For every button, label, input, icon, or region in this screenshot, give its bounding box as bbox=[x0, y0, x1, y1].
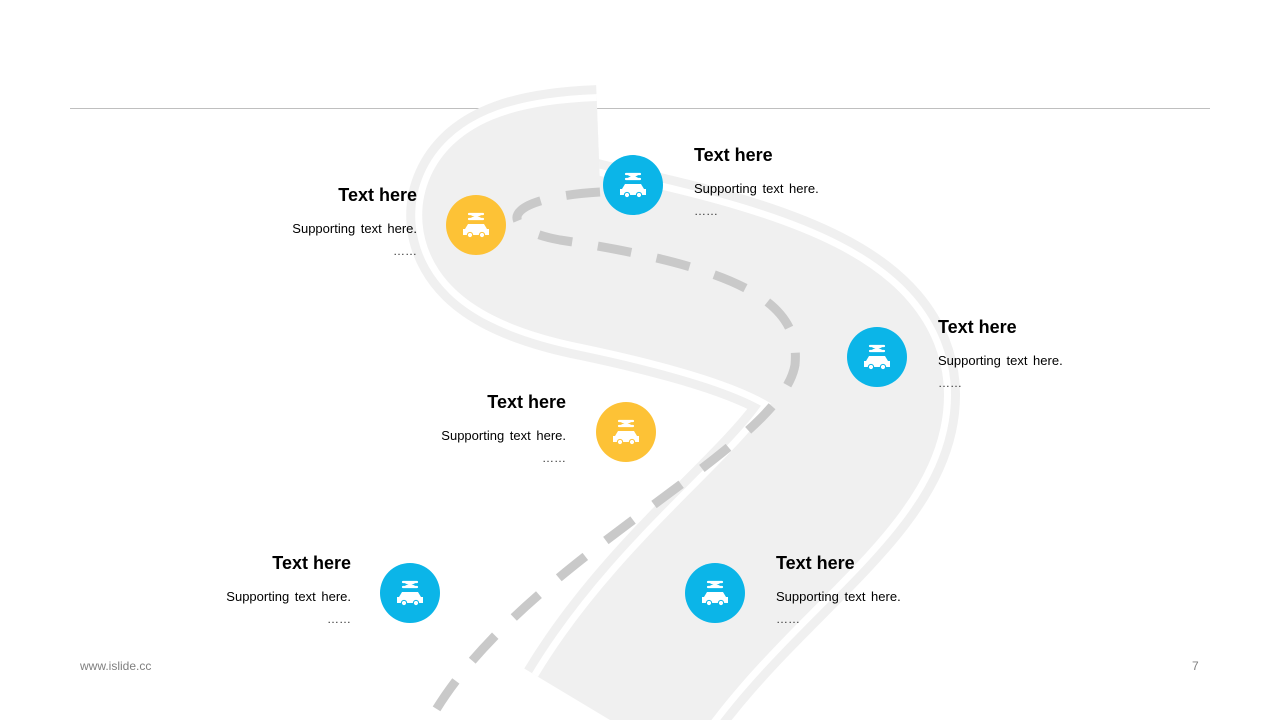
milestone-1-marker bbox=[603, 155, 663, 215]
milestone-6-text: Text here Supporting text here. …… bbox=[776, 552, 1016, 626]
milestone-ellipsis: …… bbox=[938, 376, 962, 390]
header-divider bbox=[70, 108, 1210, 109]
milestone-2-text: Text here Supporting text here. …… bbox=[177, 184, 417, 258]
car-repair-icon bbox=[463, 212, 489, 239]
milestone-supporting-text: Supporting text here. bbox=[938, 353, 1063, 368]
milestone-ellipsis: …… bbox=[393, 244, 417, 258]
milestone-title: Text here bbox=[776, 553, 855, 573]
milestone-supporting-text: Supporting text here. bbox=[292, 221, 417, 236]
milestone-supporting-text: Supporting text here. bbox=[226, 589, 351, 604]
milestone-2-marker bbox=[446, 195, 506, 255]
page-number: 7 bbox=[1192, 659, 1199, 673]
milestone-5-marker bbox=[380, 563, 440, 623]
milestone-1-text: Text here Supporting text here. …… bbox=[694, 144, 934, 218]
milestone-6-marker bbox=[685, 563, 745, 623]
milestone-ellipsis: …… bbox=[542, 451, 566, 465]
milestone-ellipsis: …… bbox=[694, 204, 718, 218]
milestone-3-marker bbox=[847, 327, 907, 387]
car-repair-icon bbox=[613, 419, 639, 446]
milestone-title: Text here bbox=[694, 145, 773, 165]
milestone-supporting-text: Supporting text here. bbox=[776, 589, 901, 604]
milestone-title: Text here bbox=[487, 392, 566, 412]
milestone-ellipsis: …… bbox=[327, 612, 351, 626]
milestone-title: Text here bbox=[938, 317, 1017, 337]
milestone-3-text: Text here Supporting text here. …… bbox=[938, 316, 1178, 390]
car-repair-icon bbox=[702, 580, 728, 607]
milestone-supporting-text: Supporting text here. bbox=[694, 181, 819, 196]
milestone-5-text: Text here Supporting text here. …… bbox=[111, 552, 351, 626]
car-repair-icon bbox=[864, 344, 890, 371]
milestone-4-marker bbox=[596, 402, 656, 462]
milestone-title: Text here bbox=[338, 185, 417, 205]
footer-website: www.islide.cc bbox=[80, 659, 152, 673]
milestone-4-text: Text here Supporting text here. …… bbox=[326, 391, 566, 465]
milestone-ellipsis: …… bbox=[776, 612, 800, 626]
car-repair-icon bbox=[620, 172, 646, 199]
milestone-title: Text here bbox=[272, 553, 351, 573]
milestone-supporting-text: Supporting text here. bbox=[441, 428, 566, 443]
car-repair-icon bbox=[397, 580, 423, 607]
